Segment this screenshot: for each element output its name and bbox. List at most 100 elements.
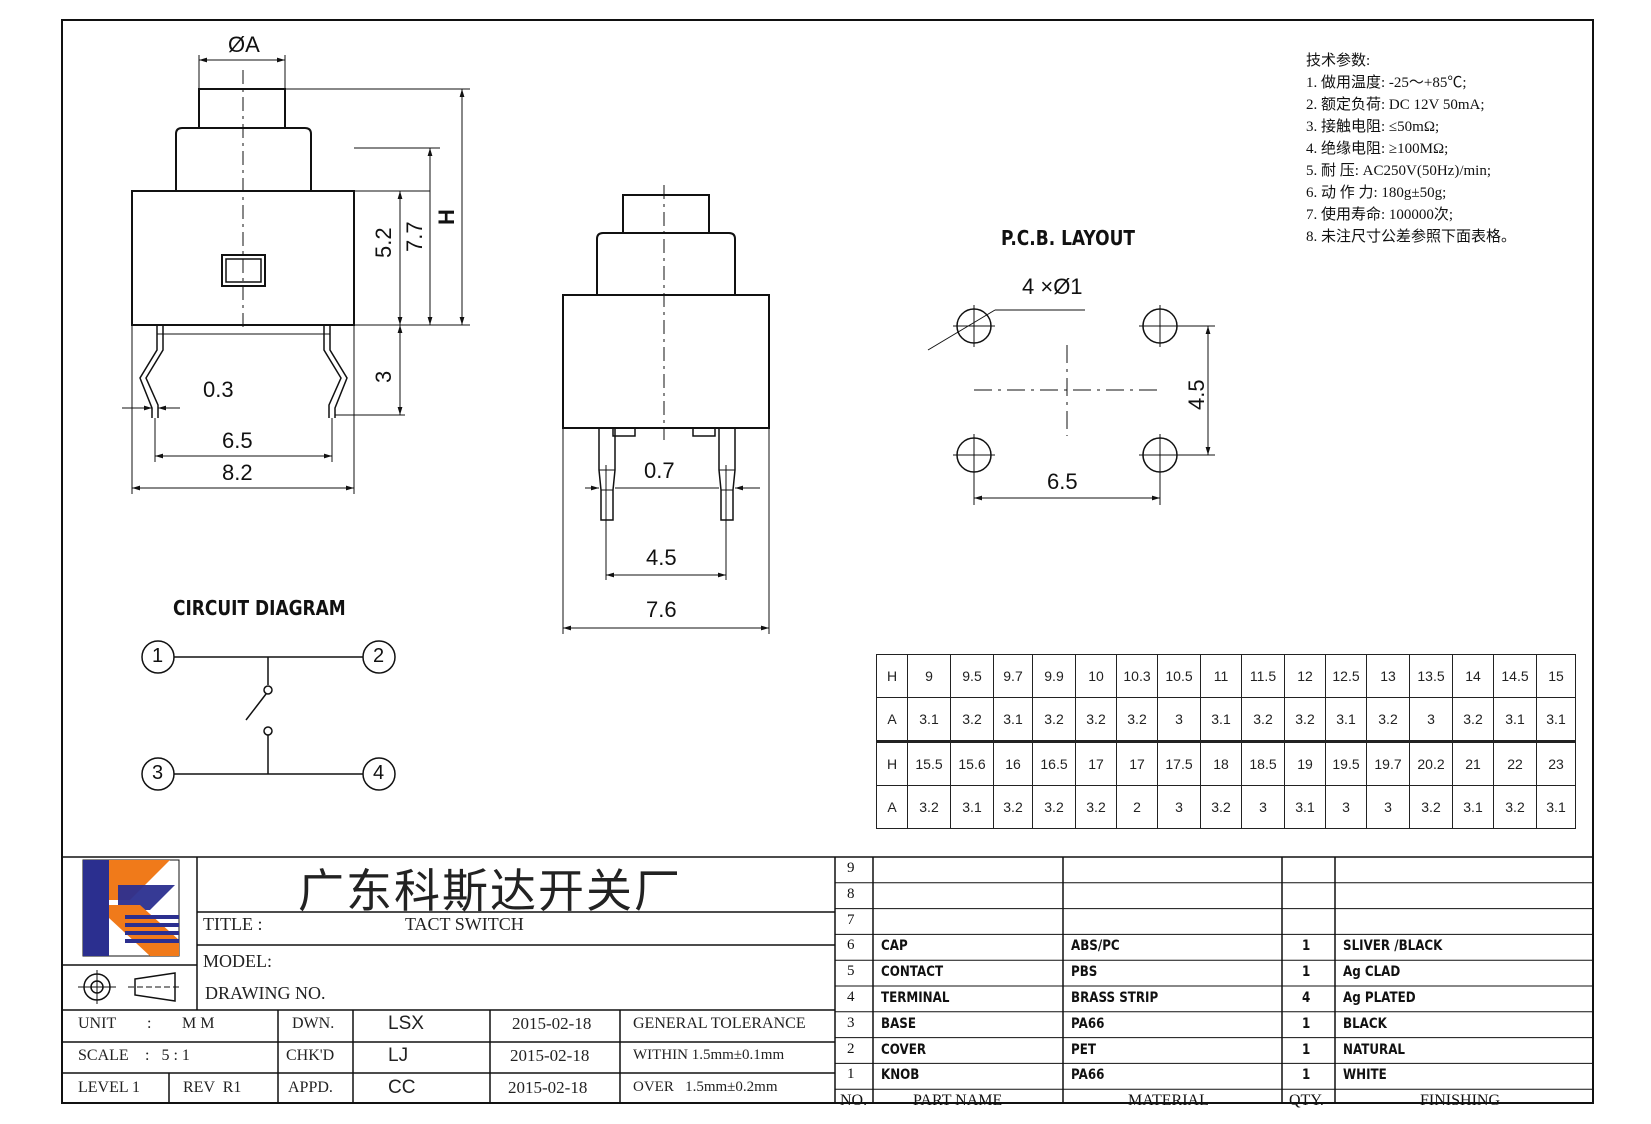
pin-label-3: 3 (152, 762, 164, 784)
dimension-cell: 19.7 (1366, 740, 1410, 786)
dimension-cell: 17 (1116, 740, 1158, 786)
tolerance-within: WITHIN 1.5mm±0.1mm (633, 1047, 785, 1063)
pcb-dim-4-5: 4.5 (1184, 379, 1209, 410)
dimension-cell: 3.2 (907, 785, 951, 829)
tolerance-over: OVER 1.5mm±0.2mm (633, 1079, 778, 1095)
dimension-cell: 9.7 (993, 654, 1033, 698)
dimension-cell: 3.2 (1493, 785, 1537, 829)
unit-value: M M (182, 1015, 215, 1032)
bom-part-cell: CAP (881, 938, 908, 955)
dimension-cell: 20.2 (1409, 740, 1453, 786)
bom-finishing-cell: SLIVER /BLACK (1343, 938, 1443, 955)
scale-label: SCALE (78, 1047, 129, 1064)
left-terminal (139, 325, 164, 418)
dimension-row-label: A (876, 785, 908, 829)
bom-no-cell: 8 (847, 885, 855, 902)
dimension-cell: 3.1 (993, 697, 1033, 742)
pin-label-2: 2 (373, 645, 385, 667)
dimension-cell: 10.5 (1157, 654, 1201, 698)
dimension-row-label: H (876, 654, 908, 698)
dimension-cell: 11 (1200, 654, 1242, 698)
bom-header-material: MATERIAL (1128, 1092, 1209, 1110)
dim-3: 3 (371, 370, 396, 383)
sheet-border (61, 19, 1594, 1104)
bom-qty-cell: 1 (1302, 1015, 1311, 1032)
circuit-diagram (141, 640, 396, 791)
dimension-cell: 19 (1284, 740, 1326, 786)
title-label: TITLE : (203, 914, 263, 934)
mid-right-terminal (718, 428, 736, 521)
company-name: 广东科斯达开关厂 (298, 866, 682, 917)
dimension-cell: 14 (1452, 654, 1494, 698)
bom-part-cell: KNOB (881, 1067, 920, 1084)
right-terminal (323, 325, 348, 418)
bom-material-cell: PA66 (1071, 1067, 1105, 1084)
dimension-cell: 13.5 (1409, 654, 1453, 698)
bom-no-cell: 2 (847, 1040, 855, 1057)
pcb-dim-6-5: 6.5 (1047, 469, 1078, 494)
pcb-layout-title: P.C.B. LAYOUT (1001, 226, 1135, 250)
dimension-cell: 3.2 (1284, 697, 1326, 742)
dimension-cell: 3.2 (1366, 697, 1410, 742)
dimension-cell: 9.9 (1032, 654, 1076, 698)
mid-left-terminal (598, 428, 616, 521)
dimension-cell: 3 (1157, 697, 1201, 742)
tech-item: 3. 接触电阻: ≤50mΩ; (1306, 119, 1440, 135)
pin-label-1: 1 (152, 645, 164, 667)
bom-header-no: NO. (840, 1092, 868, 1110)
bom-no-cell: 6 (847, 937, 855, 954)
bom-no-cell: 1 (847, 1066, 855, 1083)
dimension-cell: 3.2 (1241, 697, 1285, 742)
bom-no-cell: 9 (847, 860, 855, 876)
bom-part-cell: CONTACT (881, 964, 944, 981)
dimension-cell: 10.3 (1116, 654, 1158, 698)
bom-qty-cell: 1 (1302, 964, 1311, 981)
bom-material-cell: ABS/PC (1071, 938, 1120, 955)
tech-heading: 技术参数: (1306, 53, 1371, 69)
bom-material-cell: BRASS STRIP (1071, 990, 1159, 1006)
dimension-cell: 3 (1325, 785, 1367, 829)
model-label: MODEL: (203, 951, 272, 971)
pcb-layout (927, 305, 1215, 505)
dimension-cell: 3 (1241, 785, 1285, 829)
dimension-cell: 14.5 (1493, 654, 1537, 698)
dimension-cell: 16.5 (1032, 740, 1076, 786)
dimension-cell: 17.5 (1157, 740, 1201, 786)
dim-0-3: 0.3 (203, 377, 234, 402)
projection-symbol-icon (78, 970, 182, 1004)
dimension-cell: 3.1 (1536, 785, 1576, 829)
bom-qty-cell: 1 (1302, 1041, 1311, 1058)
bom-finishing-cell: NATURAL (1343, 1041, 1405, 1058)
dimension-cell: 16 (993, 740, 1033, 786)
dimension-cell: 3.1 (950, 785, 994, 829)
unit-label: UNIT (78, 1015, 117, 1032)
bom-header-finishing: FINISHING (1420, 1092, 1500, 1110)
bom-no-cell: 4 (847, 989, 855, 1005)
bom-finishing-cell: BLACK (1343, 1015, 1387, 1032)
dimension-cell: 22 (1493, 740, 1537, 786)
dimension-cell: 2 (1116, 785, 1158, 829)
dimension-cell: 12.5 (1325, 654, 1367, 698)
dim-6-5: 6.5 (222, 428, 253, 453)
tech-item: 4. 绝缘电阻: ≥100MΩ; (1306, 141, 1449, 157)
chk-date: 2015-02-18 (510, 1046, 590, 1065)
bom-material-cell: PA66 (1071, 1015, 1105, 1032)
mid-cap (596, 232, 736, 296)
dimension-cell: 3.2 (1075, 785, 1117, 829)
dimension-row-label: H (876, 740, 908, 786)
dimension-cell: 3.2 (1452, 697, 1494, 742)
dimension-cell: 21 (1452, 740, 1494, 786)
dimension-cell: 11.5 (1241, 654, 1285, 698)
dimension-cell: 3.2 (1116, 697, 1158, 742)
company-logo (82, 859, 180, 957)
dim-0-7: 0.7 (644, 458, 675, 483)
dimension-cell: 15.5 (907, 740, 951, 786)
bom-qty-cell: 1 (1302, 938, 1311, 955)
tech-item: 2. 额定负荷: DC 12V 50mA; (1306, 97, 1485, 113)
